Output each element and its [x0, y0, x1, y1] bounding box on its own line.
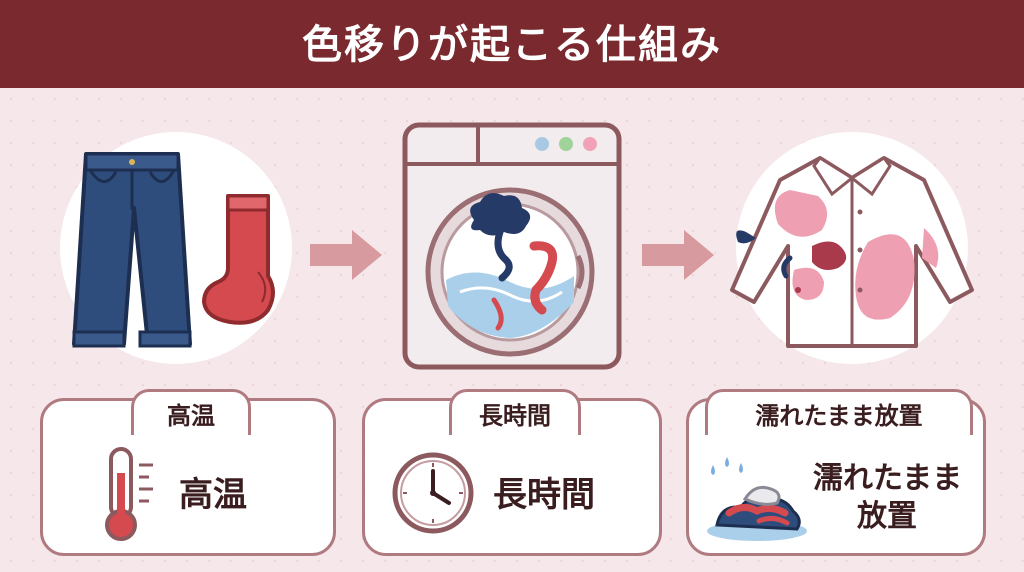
condition-label: 高温 — [179, 475, 247, 515]
wet-laundry-pile-icon — [707, 457, 807, 541]
condition-tab-label: 高温 — [167, 402, 215, 430]
washing-machine-icon — [402, 122, 622, 370]
condition-card-long-time: 長時間 長時間 — [362, 389, 662, 556]
thermometer-icon — [105, 447, 153, 541]
condition-label-line2: 放置 — [857, 499, 917, 534]
stained-shirt-icon — [730, 155, 974, 348]
condition-tab: 長時間 — [449, 389, 581, 439]
jeans-icon — [72, 152, 192, 348]
condition-card-high-temperature: 高温 高温 — [40, 389, 336, 556]
arrow-right-icon — [310, 230, 382, 280]
header-banner: 色移りが起こる仕組み — [0, 0, 1024, 88]
page-title: 色移りが起こる仕組み — [302, 22, 722, 68]
condition-tab: 濡れたまま放置 — [705, 389, 973, 439]
condition-tab: 高温 — [131, 389, 251, 439]
condition-label: 長時間 — [493, 475, 595, 515]
condition-tab-label: 長時間 — [479, 402, 551, 430]
condition-card-left-wet: 濡れたまま放置 濡れたまま 放置 — [686, 389, 986, 556]
arrow-right-icon — [642, 230, 714, 280]
condition-label-line1: 濡れたまま — [813, 461, 963, 496]
condition-tab-label: 濡れたまま放置 — [755, 402, 923, 430]
sock-icon — [202, 194, 275, 325]
clock-icon — [392, 452, 474, 534]
